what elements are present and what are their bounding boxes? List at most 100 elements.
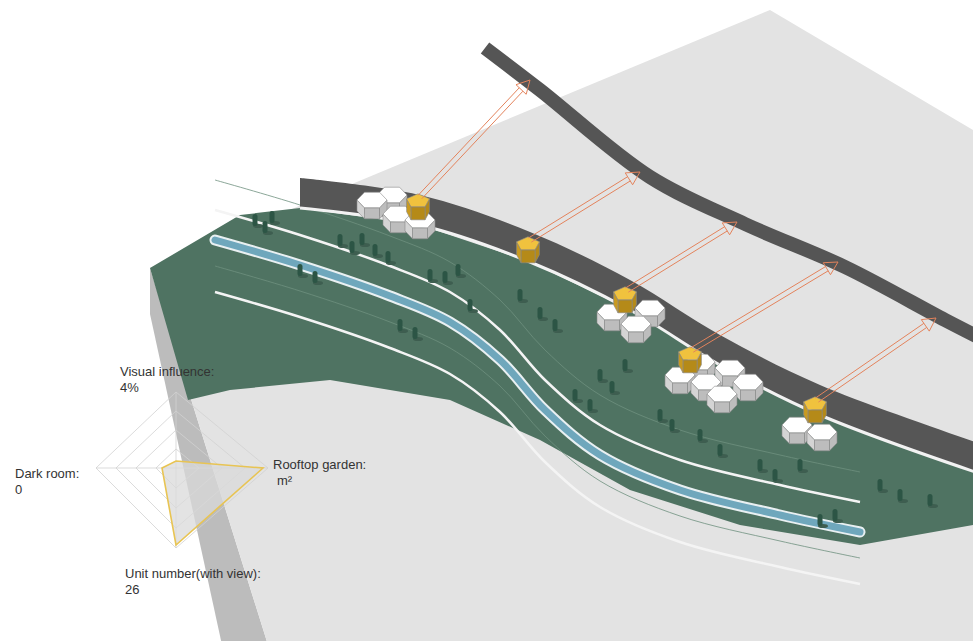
radar-value-area xyxy=(162,461,263,545)
tree xyxy=(360,233,371,247)
building-clusters xyxy=(357,187,837,451)
view-arrow-head xyxy=(625,172,640,185)
tree xyxy=(456,264,467,278)
tree xyxy=(758,459,769,473)
axis-label: Rooftop garden: xyxy=(273,457,366,473)
tree xyxy=(398,319,409,333)
view-arrow-head xyxy=(921,318,936,331)
view-arrow-head xyxy=(823,262,838,275)
building-side xyxy=(715,402,730,413)
axis-label: Unit number(with view): xyxy=(125,566,261,582)
axis-value: 26 xyxy=(125,582,139,598)
axis-value: 4% xyxy=(120,380,139,396)
view-arrow-shaft xyxy=(418,88,519,196)
tree-body xyxy=(270,211,275,223)
view-arrow-shaft xyxy=(626,227,725,288)
tree-body xyxy=(658,409,663,421)
tree-body xyxy=(443,271,448,283)
tree-body xyxy=(928,494,933,506)
tree xyxy=(818,514,829,528)
view-arrow-head xyxy=(722,222,737,235)
tree xyxy=(658,409,669,423)
tree-body xyxy=(413,327,418,339)
view-arrow-shaft xyxy=(422,91,523,199)
view-arrow-head xyxy=(516,80,530,94)
building-cluster xyxy=(597,287,665,343)
tree xyxy=(553,319,564,333)
tree-body xyxy=(253,214,258,226)
tree-body xyxy=(518,289,523,301)
tree xyxy=(270,211,281,225)
tree-body xyxy=(313,271,318,283)
site-model xyxy=(150,10,973,641)
radar-axis xyxy=(176,392,177,468)
river xyxy=(215,240,860,532)
tree xyxy=(773,469,784,483)
tree xyxy=(623,359,634,373)
radar-chart xyxy=(96,392,268,548)
building-roof xyxy=(635,300,665,316)
tree-body xyxy=(538,307,543,319)
tree-body xyxy=(373,244,378,256)
tree xyxy=(298,264,309,278)
building-side xyxy=(815,440,830,451)
tree xyxy=(928,494,939,508)
tree-body xyxy=(670,419,675,431)
view-arrow-shaft xyxy=(628,231,727,292)
tree xyxy=(373,244,384,258)
view-arrow-shaft xyxy=(816,323,924,398)
tree xyxy=(350,241,361,255)
tree-body xyxy=(573,389,578,401)
building-side xyxy=(741,390,756,401)
tree-body xyxy=(338,234,343,246)
axis-label: Visual influence: xyxy=(120,364,214,380)
radar-grid xyxy=(96,392,268,548)
road-edge xyxy=(300,208,973,477)
building-side xyxy=(618,300,632,313)
building-side xyxy=(391,222,406,233)
tree xyxy=(443,271,454,285)
building-roof xyxy=(621,316,651,332)
tree xyxy=(413,327,424,341)
view-arrows xyxy=(418,80,936,402)
building-roof xyxy=(407,194,430,207)
tree xyxy=(670,419,681,433)
building-side xyxy=(808,410,822,423)
tree-body xyxy=(588,399,593,411)
view-arrow-shaft xyxy=(818,327,926,402)
tree xyxy=(573,389,584,403)
main-road xyxy=(300,178,973,477)
tree xyxy=(833,509,844,523)
tree xyxy=(518,289,529,303)
view-arrow-shaft xyxy=(691,267,826,348)
tree xyxy=(538,307,549,321)
tree-body xyxy=(553,319,558,331)
view-arrow-shaft xyxy=(693,271,828,352)
tree xyxy=(718,444,729,458)
building-side xyxy=(629,332,644,343)
tree xyxy=(428,269,439,283)
tree-body xyxy=(598,369,603,381)
building-side xyxy=(365,208,380,219)
tree-body xyxy=(456,264,461,276)
axis-value: 0 xyxy=(15,482,22,498)
tree-body xyxy=(428,269,433,281)
tree-body xyxy=(878,479,883,491)
tree xyxy=(313,271,324,285)
view-arrow-shaft xyxy=(529,177,628,238)
tree-body xyxy=(468,299,473,311)
building-roof xyxy=(707,386,737,402)
building-roof xyxy=(715,360,745,376)
tree-body xyxy=(298,264,303,276)
river xyxy=(215,240,860,532)
tree-body xyxy=(758,459,763,471)
tree-body xyxy=(623,359,628,371)
building-side xyxy=(683,360,697,373)
building-side xyxy=(673,383,688,394)
tree-body xyxy=(698,429,703,441)
building-cluster xyxy=(782,397,837,451)
contour-line xyxy=(215,292,860,584)
tree xyxy=(386,251,397,265)
tree xyxy=(588,399,599,413)
